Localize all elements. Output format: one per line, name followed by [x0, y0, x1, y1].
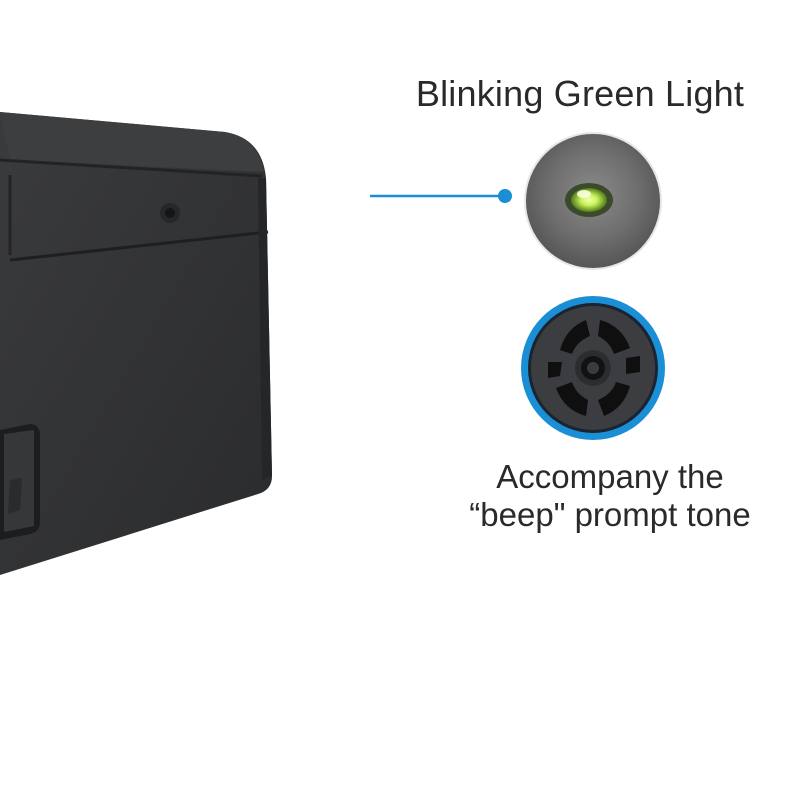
- callout-connector: [370, 189, 512, 203]
- beep-tone-line-2: “beep" prompt tone: [469, 496, 751, 533]
- device-slot: [0, 424, 40, 540]
- beep-tone-label: Accompany the “beep" prompt tone: [410, 458, 800, 534]
- green-light-label: Blinking Green Light: [415, 73, 745, 114]
- green-light-closeup: [524, 132, 662, 270]
- beep-tone-line-1: Accompany the: [496, 458, 724, 495]
- device-body: [0, 112, 272, 575]
- device-indicator-hole: [160, 203, 180, 223]
- speaker-closeup: [521, 296, 665, 440]
